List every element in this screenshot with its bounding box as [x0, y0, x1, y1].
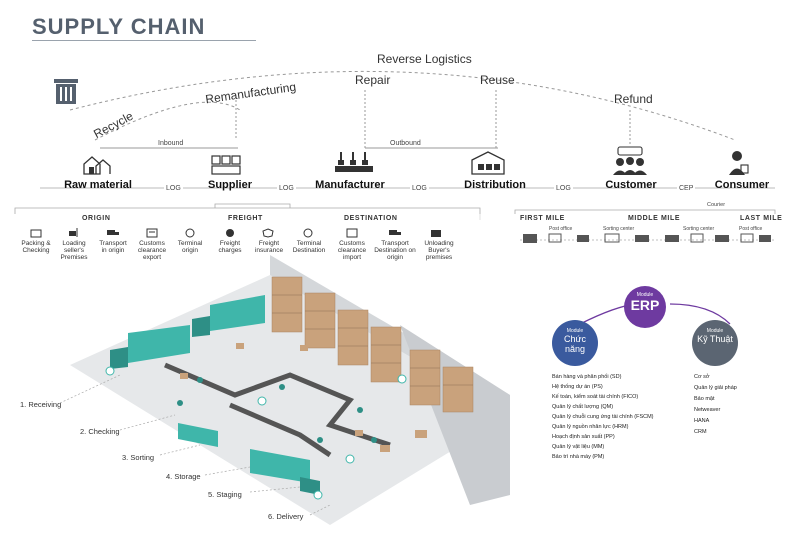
erp-technical-module: Module	[706, 328, 724, 334]
step-customs-export: Customs clearance export	[137, 240, 167, 261]
section-destination: DESTINATION	[344, 215, 398, 222]
stage-storage: 4. Storage	[166, 472, 201, 481]
erp-tech-item: HANA	[694, 418, 710, 424]
erp-center-title: ERP	[630, 297, 660, 313]
section-last-mile: LAST MILE	[740, 215, 783, 222]
courier-label: Courier	[707, 202, 726, 208]
supply-chain-arcs	[40, 70, 775, 189]
node-distribution: Distribution	[464, 179, 526, 191]
stage-checking: 2. Checking	[80, 427, 120, 436]
mile-post-office-2: Post office	[739, 226, 763, 232]
mile-sorting-center-2: Sorting center	[683, 226, 715, 232]
warehouse-icon	[471, 151, 505, 175]
step-terminal-destination: Terminal Destination	[292, 240, 326, 254]
node-raw-material: Raw material	[64, 179, 132, 191]
erp-functional-list: Bán hàng và phân phối (SD) Hệ thống dự á…	[552, 374, 654, 464]
outbound-label: Outbound	[390, 140, 421, 147]
title-underline	[32, 40, 256, 41]
step-unloading: Unloading Buyer's premises	[424, 240, 454, 261]
erp-func-item: Kế toán, kiểm soát tài chính (FICO)	[552, 394, 639, 400]
section-brackets	[14, 203, 776, 220]
location-pin-icon	[185, 228, 195, 238]
link-log-4: LOG	[554, 185, 573, 192]
node-consumer: Consumer	[714, 179, 770, 191]
stage-sorting: 3. Sorting	[122, 453, 155, 462]
step-freight-charges: Freight charges	[218, 240, 242, 254]
erp-center-bubble: Module ERP	[624, 286, 666, 328]
mile-post-office-1: Post office	[549, 226, 573, 232]
shield-icon	[262, 228, 274, 238]
erp-tech-item: Netweaver	[694, 407, 721, 413]
customs-import-icon	[346, 228, 358, 238]
step-transport-origin: Transport in origin	[99, 240, 127, 254]
erp-func-item: Quản lý vật liệu (MM)	[552, 444, 605, 450]
mile-route-row	[520, 233, 775, 243]
customer-group-icon	[613, 146, 647, 175]
step-freight-insurance: Freight insurance	[254, 240, 284, 254]
erp-center-module: Module	[636, 292, 654, 298]
customs-icon	[146, 228, 158, 238]
erp-tech-item: Bảo mật	[694, 396, 715, 402]
erp-functional-title: Chức năng	[563, 334, 587, 354]
section-first-mile: FIRST MILE	[520, 215, 565, 222]
packing-icon	[30, 229, 42, 238]
reuse-label: Reuse	[480, 73, 515, 87]
step-packing: Packing & Checking	[21, 240, 51, 254]
section-origin: ORIGIN	[82, 215, 111, 222]
warehouse-illustration	[59, 255, 510, 525]
erp-functional-bubble: Module Chức năng	[552, 320, 598, 366]
trash-bin-icon	[54, 79, 78, 104]
erp-tech-item: Quản lý giải pháp	[694, 385, 737, 391]
erp-func-item: Bảo trì nhà máy (PM)	[552, 454, 605, 460]
stage-receiving: 1. Receiving	[20, 400, 62, 409]
factory-icon	[211, 155, 241, 175]
erp-func-item: Quản lý nguồn nhân lực (HRM)	[552, 424, 629, 430]
erp-func-item: Quản lý chất lượng (QM)	[552, 404, 614, 410]
truck-icon	[107, 230, 119, 235]
section-freight: FREIGHT	[228, 215, 263, 222]
erp-func-item: Hoạch định sản xuất (PP)	[552, 434, 615, 440]
reverse-logistics-label: Reverse Logistics	[377, 52, 472, 66]
erp-tech-item: CRM	[694, 429, 707, 435]
step-transport-destination: Transport Destination on origin	[374, 240, 416, 261]
forklift-icon	[69, 228, 78, 237]
money-icon	[226, 229, 234, 237]
erp-technical-bubble: Module Kỹ Thuật	[692, 320, 738, 366]
truck-receiving	[110, 325, 190, 369]
erp-technical-title: Kỹ Thuật	[697, 334, 733, 344]
step-customs-import: Customs clearance import	[337, 240, 367, 261]
link-cep: CEP	[677, 185, 696, 192]
node-supplier: Supplier	[207, 179, 252, 191]
erp-func-item: Hệ thống dự án (PS)	[552, 384, 603, 390]
truck-destination-icon	[389, 230, 401, 235]
shopper-icon	[729, 151, 749, 175]
unloading-icon	[431, 230, 441, 237]
section-middle-mile: MIDDLE MILE	[628, 215, 681, 222]
terminal-pin-icon	[303, 228, 313, 238]
production-line-icon	[335, 152, 373, 172]
stage-staging: 5. Staging	[208, 490, 242, 499]
link-log-1: LOG	[164, 185, 183, 192]
repair-label: Repair	[355, 73, 391, 87]
node-customer: Customer	[605, 179, 657, 191]
logistics-steps-row: Packing & Checking Loading seller's Prem…	[20, 228, 480, 268]
erp-technical-list: Cơ sở Quản lý giải pháp Bảo mật Netweave…	[694, 374, 737, 440]
link-log-3: LOG	[410, 185, 429, 192]
erp-func-item: Bán hàng và phân phối (SD)	[552, 374, 622, 380]
erp-functional-module: Module	[566, 328, 584, 334]
step-loading: Loading seller's Premises	[60, 240, 88, 261]
node-manufacturer: Manufacturer	[315, 179, 385, 191]
houses-icon	[83, 156, 111, 175]
inbound-label: Inbound	[158, 140, 184, 147]
erp-func-item: Quản lý chuỗi cung ứng tài chính (FSCM)	[552, 414, 654, 420]
step-terminal-origin: Terminal origin	[177, 240, 203, 254]
page-title: SUPPLY CHAIN	[32, 14, 206, 39]
erp-tech-item: Cơ sở	[694, 374, 710, 380]
refund-label: Refund	[614, 92, 653, 106]
link-log-2: LOG	[277, 185, 296, 192]
stage-delivery: 6. Delivery	[268, 512, 304, 521]
mile-sorting-center-1: Sorting center	[603, 226, 635, 232]
